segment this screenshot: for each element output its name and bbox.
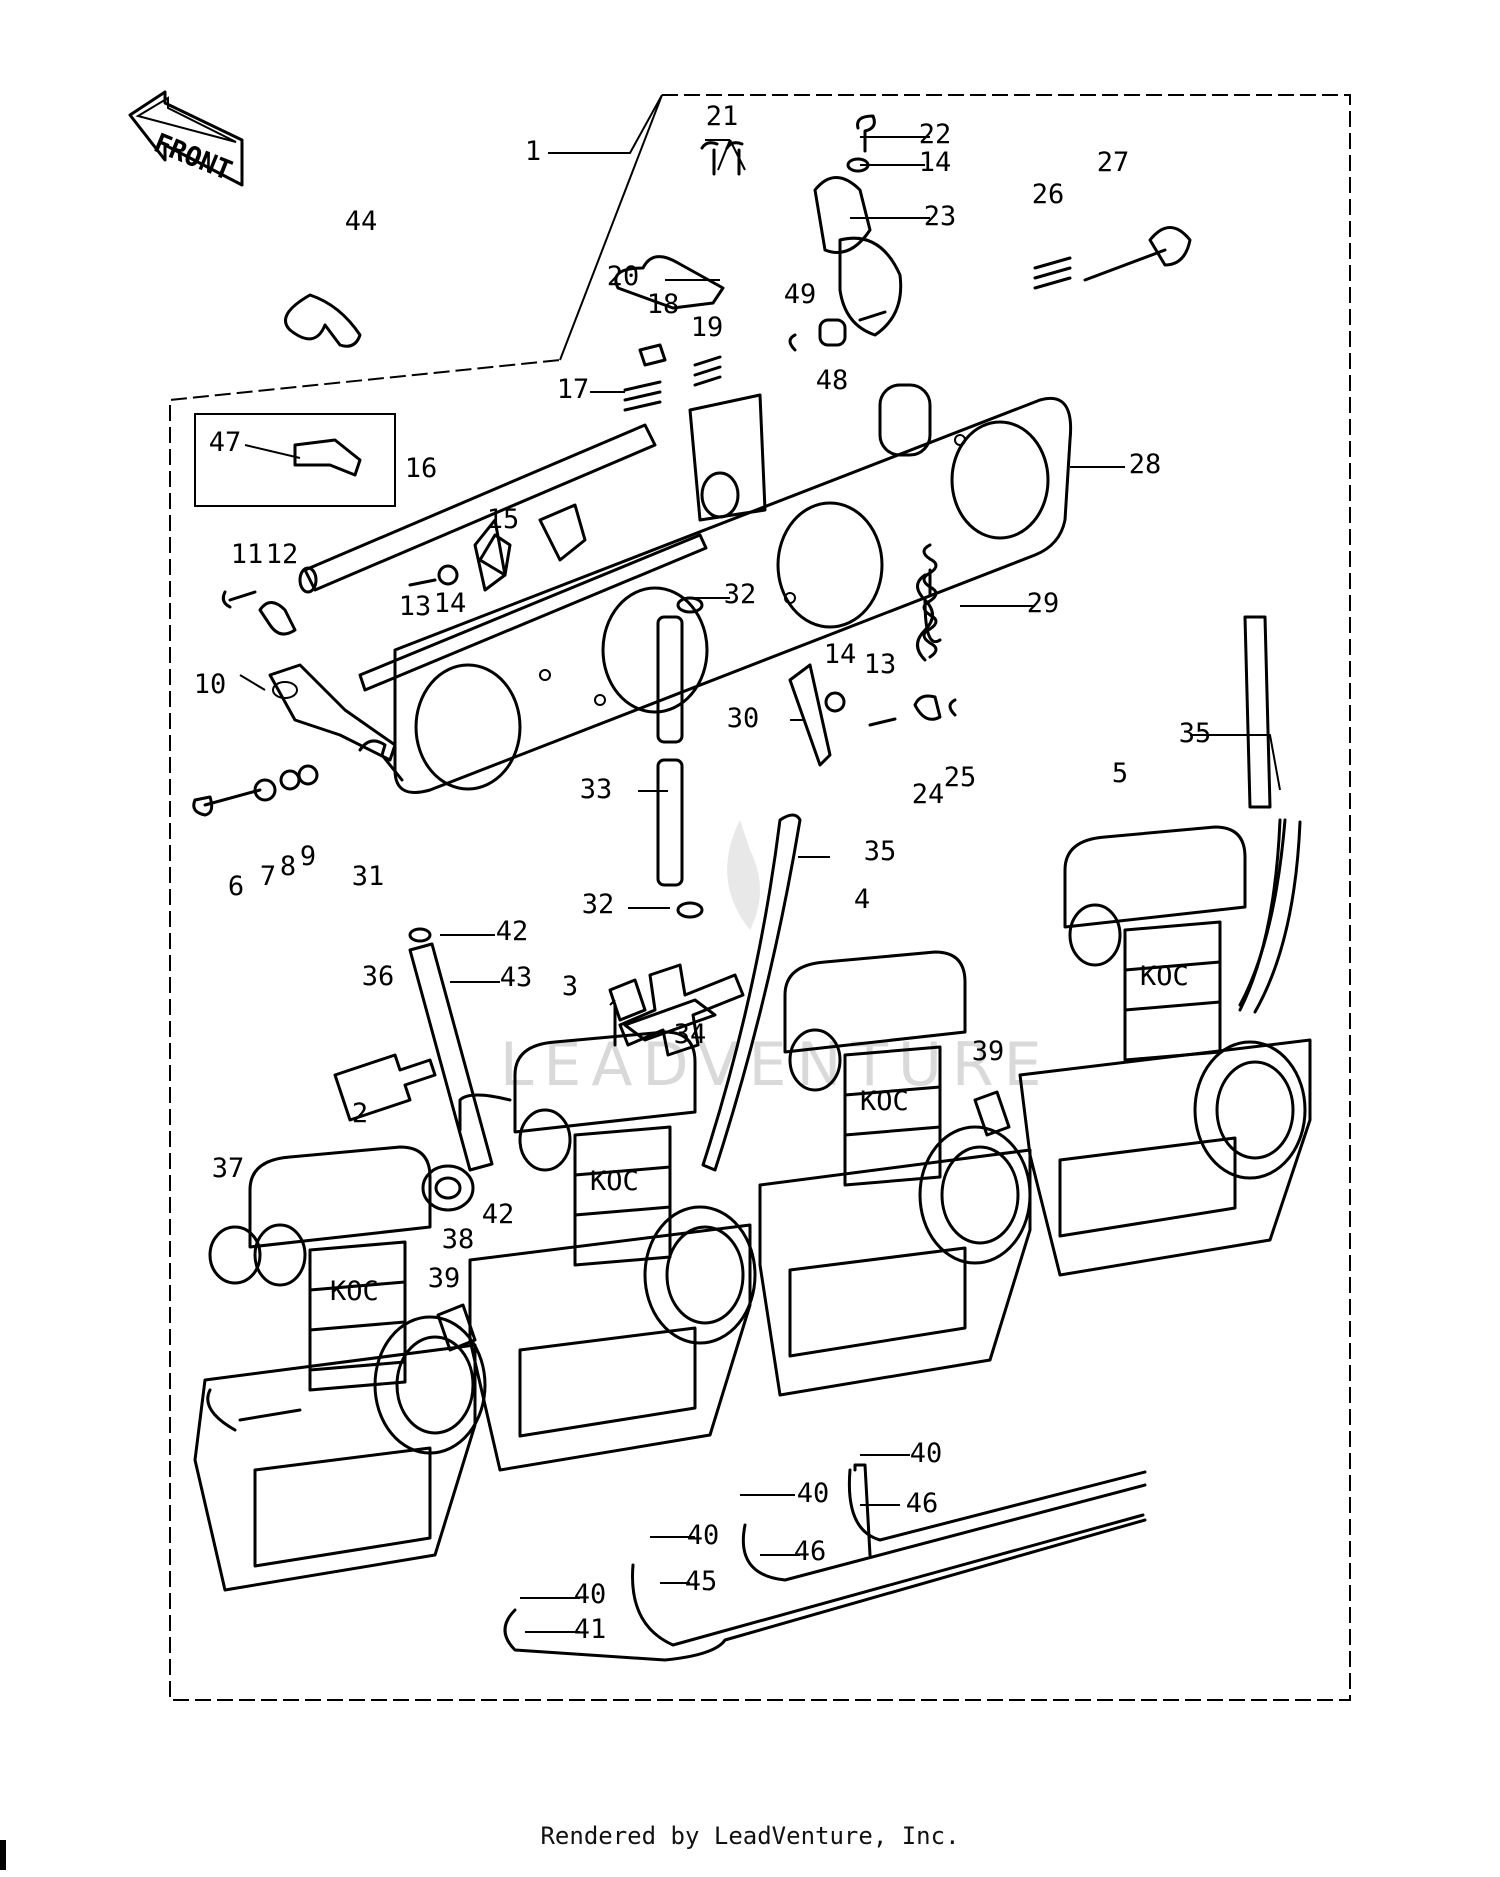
callout-20: 20 [607, 261, 640, 292]
callout-26: 26 [1032, 179, 1065, 210]
callout-43: 43 [500, 962, 533, 993]
callout-40: 40 [910, 1438, 943, 1469]
callout-7: 7 [260, 861, 276, 892]
callout-40: 40 [574, 1579, 607, 1610]
callout-45: 45 [685, 1566, 718, 1597]
throttle-lever [268, 663, 397, 762]
return-spring [922, 543, 938, 659]
callout-46: 46 [906, 1488, 939, 1519]
callout-32: 32 [582, 889, 615, 920]
callout-30: 30 [727, 703, 760, 734]
callout-42: 42 [482, 1199, 515, 1230]
callout-10: 10 [194, 669, 227, 700]
callout-24: 24 [912, 779, 945, 810]
callout-35: 35 [864, 836, 897, 867]
leader-lines [239, 94, 1281, 1633]
callout-39: 39 [972, 1036, 1005, 1067]
callout-40: 40 [797, 1478, 830, 1509]
callout-2: 2 [352, 1098, 368, 1129]
callout-8: 8 [280, 851, 296, 882]
callout-13: 13 [399, 591, 432, 622]
callout-13: 13 [864, 649, 897, 680]
callout-32: 32 [724, 579, 757, 610]
watermark-text: LEADVENTURE [500, 1030, 1052, 1100]
callout-22: 22 [919, 119, 952, 150]
callout-14: 14 [434, 588, 467, 619]
callout-1: 1 [525, 136, 541, 167]
callout-12: 12 [266, 539, 299, 570]
callout-27: 27 [1097, 147, 1130, 178]
callout-19: 19 [691, 312, 724, 343]
callout-46: 46 [794, 1536, 827, 1567]
callout-31: 31 [352, 861, 385, 892]
callout-42: 42 [496, 916, 529, 947]
svg-text:KOC: KOC [860, 1086, 909, 1117]
carburetor-3: KOC [468, 1030, 757, 1472]
front-arrow: FRONT [128, 90, 244, 187]
watermark: LEADVENTURE [500, 820, 1052, 1100]
callout-18: 18 [647, 289, 680, 320]
callout-9: 9 [300, 841, 316, 872]
callout-3: 3 [562, 971, 578, 1002]
callout-34: 34 [674, 1019, 707, 1050]
callout-11: 11 [231, 539, 264, 570]
footer-credit: Rendered by LeadVenture, Inc. [540, 1822, 960, 1850]
callout-36: 36 [362, 961, 395, 992]
overflow-hoses [503, 1463, 1147, 1662]
small-hardware [192, 114, 1192, 943]
callout-44: 44 [345, 206, 378, 237]
callout-48: 48 [816, 365, 849, 396]
callout-5: 5 [1112, 758, 1128, 789]
svg-text:KOC: KOC [1140, 961, 1189, 992]
callout-21: 21 [706, 101, 739, 132]
callout-6: 6 [228, 871, 244, 902]
throttle-shaft [298, 423, 708, 692]
assembly-frame [169, 94, 1351, 1701]
edge-mark [0, 1840, 6, 1870]
callout-23: 23 [924, 201, 957, 232]
callout-28: 28 [1129, 449, 1162, 480]
callout-40: 40 [687, 1520, 720, 1551]
callout-15: 15 [487, 504, 520, 535]
callout-25: 25 [944, 762, 977, 793]
callout-4: 4 [854, 884, 870, 915]
callout-17: 17 [557, 374, 590, 405]
callout-14: 14 [824, 639, 857, 670]
callout-35: 35 [1179, 718, 1212, 749]
callout-29: 29 [1027, 588, 1060, 619]
fittings [208, 963, 1011, 1352]
svg-text:KOC: KOC [590, 1166, 639, 1197]
callout-37: 37 [212, 1153, 245, 1184]
carburetor-4: KOC [758, 950, 1032, 1397]
callout-16: 16 [405, 453, 438, 484]
callout-47: 47 [209, 427, 242, 458]
intake-holder [393, 383, 1073, 794]
callout-49: 49 [784, 279, 817, 310]
callout-39: 39 [428, 1263, 461, 1294]
callout-41: 41 [574, 1614, 607, 1645]
callout-38: 38 [442, 1224, 475, 1255]
carburetor-5: KOC [1018, 825, 1312, 1277]
callout-33: 33 [580, 774, 613, 805]
callout-14: 14 [919, 147, 952, 178]
carburetor-2: KOC [193, 1145, 487, 1592]
svg-text:KOC: KOC [330, 1276, 379, 1307]
